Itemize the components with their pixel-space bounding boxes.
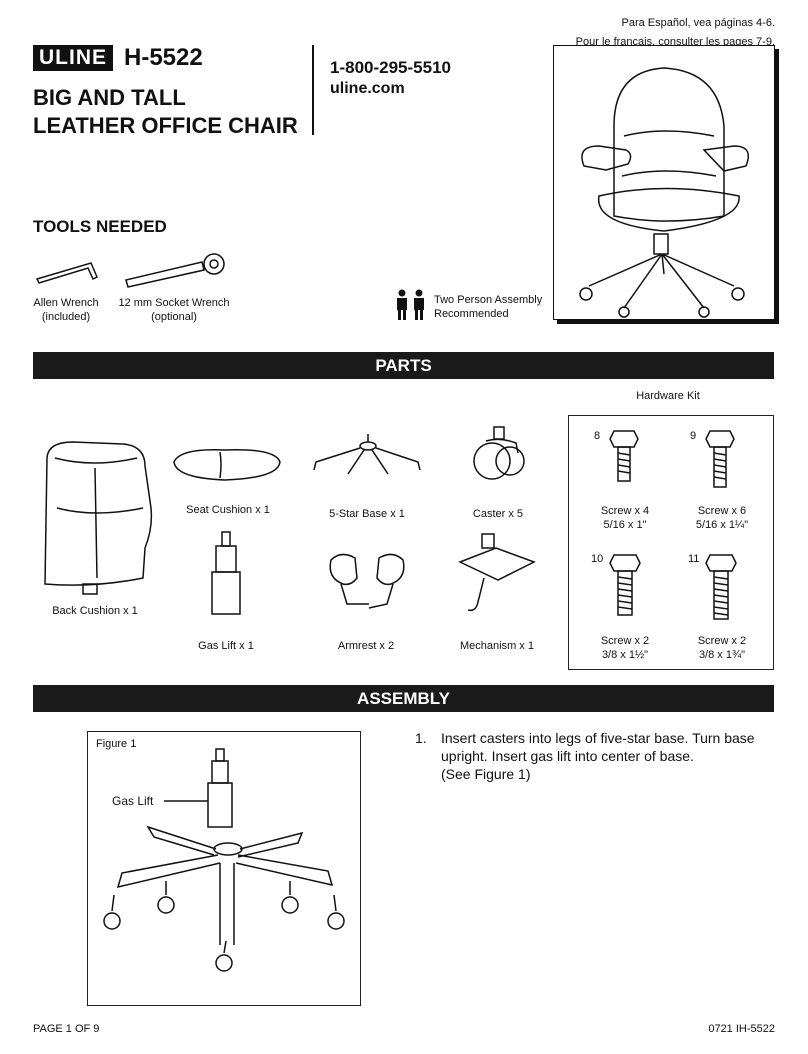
socket-wrench-name: 12 mm Socket Wrench [118, 297, 230, 309]
seat-cushion-drawing [173, 449, 281, 481]
screw-8-icon [609, 430, 639, 482]
hardware-kit-box [568, 415, 774, 670]
screw-11-number: 11 [688, 553, 700, 565]
screw-11-caption: Screw x 2 3/8 x 1¾" [684, 634, 760, 662]
screw-10-qty: Screw x 2 [600, 635, 650, 647]
socket-wrench-note: (optional) [151, 311, 197, 323]
uline-logo: ULINE [33, 45, 113, 71]
figure-1-drawing [103, 748, 345, 972]
screw-9-caption: Screw x 6 5/16 x 1¼" [684, 504, 760, 532]
screw-10-icon [609, 554, 641, 616]
star-base-drawing [313, 434, 421, 475]
tools-heading: TOOLS NEEDED [33, 217, 167, 236]
page-number: PAGE 1 OF 9 [33, 1023, 100, 1035]
armrest-label: Armrest x 2 [337, 640, 395, 652]
screw-11-icon [705, 554, 737, 620]
step-1-line-1: Insert casters into legs of five-star ba… [441, 730, 755, 746]
allen-wrench-icon [35, 262, 98, 284]
step-1-line-2: upright. Insert gas lift into center of … [441, 748, 694, 764]
document-code: 0721 IH-5522 [708, 1023, 775, 1035]
screw-11-qty: Screw x 2 [697, 635, 747, 647]
gas-lift-callout: Gas Lift [112, 794, 154, 808]
screw-9-icon [705, 430, 735, 488]
header-divider [312, 45, 314, 135]
screw-8-number: 8 [594, 430, 601, 442]
page-title: BIG AND TALL LEATHER OFFICE CHAIR [33, 84, 298, 140]
hardware-kit-label: Hardware Kit [636, 390, 700, 402]
socket-wrench-icon [125, 253, 225, 288]
title-line-2: LEATHER OFFICE CHAIR [33, 113, 298, 138]
star-base-label: 5-Star Base x 1 [329, 508, 405, 520]
screw-9-size: 5/16 x 1¼" [695, 519, 749, 531]
two-person-line-1: Two Person Assembly [434, 294, 543, 306]
title-line-1: BIG AND TALL [33, 85, 186, 110]
website: uline.com [330, 80, 405, 97]
screw-11-size: 3/8 x 1¾" [698, 649, 746, 661]
mechanism-label: Mechanism x 1 [460, 640, 534, 652]
assembly-heading: ASSEMBLY [33, 685, 774, 712]
phone-number: 1-800-295-5510 [330, 58, 451, 77]
screw-9-qty: Screw x 6 [697, 505, 747, 517]
figure-1-box [87, 731, 361, 1006]
allen-wrench-note: (included) [41, 311, 91, 323]
step-1: 1. Insert casters into legs of five-star… [415, 729, 765, 783]
gas-lift-drawing [211, 531, 241, 615]
allen-wrench-name: Allen Wrench [33, 297, 99, 309]
mechanism-drawing [458, 533, 536, 612]
armrest-drawing [329, 553, 405, 609]
model-number: H-5522 [124, 44, 203, 71]
step-1-number: 1. [415, 730, 427, 746]
chair-illustration [553, 45, 775, 320]
socket-wrench-caption: 12 mm Socket Wrench (optional) [112, 296, 236, 324]
back-cushion-drawing [44, 441, 153, 595]
back-cushion-label: Back Cushion x 1 [52, 605, 138, 617]
gas-lift-label: Gas Lift x 1 [198, 640, 254, 652]
caster-drawing [473, 426, 525, 480]
screw-8-caption: Screw x 4 5/16 x 1" [587, 504, 663, 532]
parts-heading: PARTS [33, 352, 774, 379]
two-person-line-2: Recommended [434, 308, 509, 320]
two-person-icon [397, 289, 424, 320]
allen-wrench-caption: Allen Wrench (included) [28, 296, 104, 324]
step-1-line-3: (See Figure 1) [441, 766, 531, 782]
screw-8-size: 5/16 x 1" [603, 519, 647, 531]
screw-10-size: 3/8 x 1½" [601, 649, 649, 661]
seat-cushion-label: Seat Cushion x 1 [186, 504, 270, 516]
figure-1-label: Figure 1 [96, 738, 137, 750]
chair-drawing [579, 67, 749, 318]
screw-9-number: 9 [690, 430, 697, 442]
two-person-note: Two Person Assembly Recommended [434, 293, 542, 321]
spanish-note: Para Español, vea páginas 4-6. [621, 17, 776, 29]
screw-8-qty: Screw x 4 [600, 505, 650, 517]
screw-10-caption: Screw x 2 3/8 x 1½" [587, 634, 663, 662]
caster-label: Caster x 5 [472, 508, 524, 520]
screw-10-number: 10 [591, 553, 604, 565]
